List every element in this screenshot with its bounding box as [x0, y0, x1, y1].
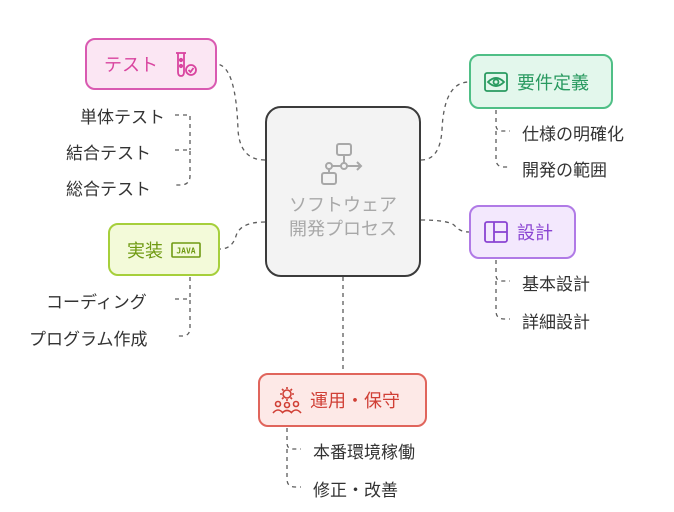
link-center-test — [216, 63, 266, 161]
branch-operations[interactable]: 運用・保守 — [258, 373, 427, 427]
branch-requirements-label: 要件定義 — [517, 72, 589, 94]
team-gear-icon — [272, 387, 302, 414]
leaf-implementation-1: コーディング — [46, 293, 147, 313]
link-center-design — [420, 219, 470, 233]
branch-design[interactable]: 設計 — [469, 205, 576, 259]
layout-icon — [483, 219, 509, 245]
leaf-requirements-1: 仕様の明確化 — [522, 125, 624, 145]
link-test-leaves — [175, 114, 191, 186]
link-requirements-leaves — [495, 110, 510, 168]
leaf-test-3: 総合テスト — [66, 180, 151, 200]
leaf-test-1: 単体テスト — [80, 108, 165, 128]
link-center-implementation — [219, 221, 266, 250]
leaf-implementation-2: プログラム作成 — [29, 330, 148, 350]
branch-test[interactable]: テスト — [85, 38, 217, 90]
leaf-operations-1: 本番環境稼働 — [313, 443, 415, 463]
leaf-design-1: 基本設計 — [522, 275, 590, 295]
branch-operations-label: 運用・保守 — [310, 391, 400, 412]
leaf-design-2: 詳細設計 — [522, 313, 590, 333]
leaf-operations-2: 修正・改善 — [313, 481, 398, 501]
eye-icon — [483, 69, 509, 95]
java-icon: JAVA — [171, 237, 201, 263]
branch-test-label: テスト — [104, 55, 158, 76]
branch-implementation-label: 実装 — [127, 240, 163, 262]
link-operations-leaves — [286, 428, 301, 488]
branch-implementation[interactable]: 実装 JAVA — [108, 223, 220, 276]
leaf-requirements-2: 開発の範囲 — [522, 161, 607, 181]
center-node[interactable]: ソフトウェア開発プロセス — [265, 106, 421, 277]
link-center-requirements — [420, 81, 470, 161]
link-design-leaves — [495, 260, 510, 320]
leaf-test-2: 結合テスト — [66, 144, 151, 164]
link-implementation-leaves — [175, 277, 191, 337]
svg-text:JAVA: JAVA — [176, 246, 195, 255]
flowchart-icon — [321, 142, 363, 185]
test-tube-icon — [172, 51, 198, 77]
branch-design-label: 設計 — [517, 223, 553, 244]
center-title: ソフトウェア開発プロセス — [289, 194, 397, 240]
branch-requirements[interactable]: 要件定義 — [469, 54, 613, 109]
